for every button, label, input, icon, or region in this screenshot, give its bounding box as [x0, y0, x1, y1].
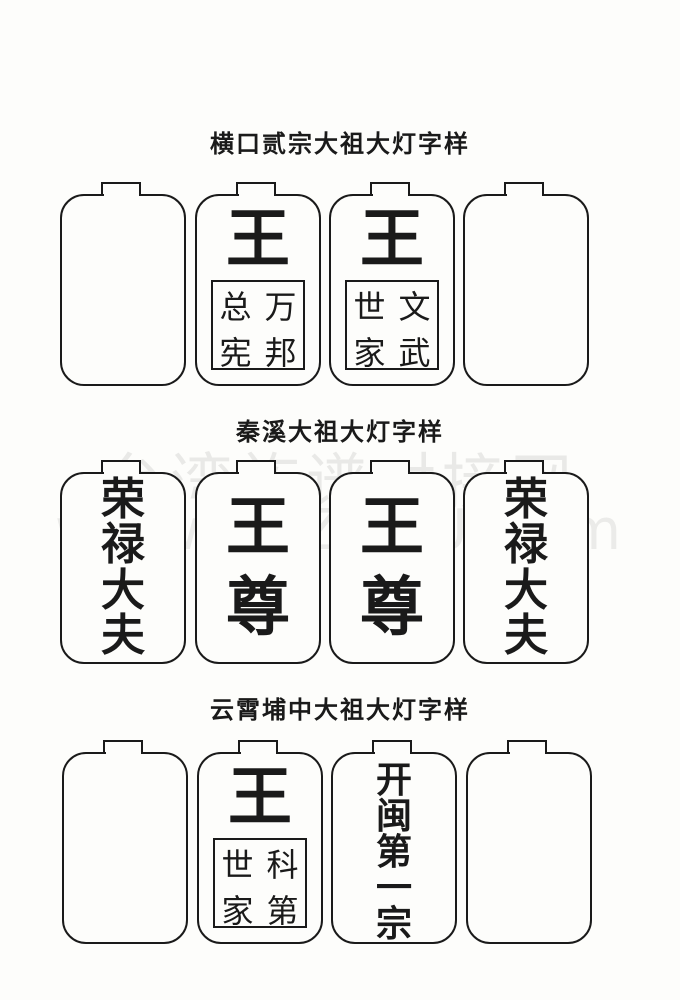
lantern-char: 大 [504, 564, 548, 616]
section-title-1: 横口贰宗大祖大灯字样 [210, 129, 470, 158]
lantern-char: 禄 [101, 519, 145, 571]
box-char: 邦 [264, 334, 297, 372]
lantern-inscription-box: 世 科 家 第 [213, 838, 307, 930]
lantern-char: 第 [375, 831, 412, 873]
lantern-vertical-text: 开 闽 第 一 宗 [339, 759, 449, 942]
lantern-char: 一 [375, 867, 412, 909]
section-title-3: 云霄埔中大祖大灯字样 [210, 695, 470, 724]
lantern-sub-char: 尊 [360, 570, 424, 645]
lantern-ronglu-dafu: 荣 禄 大 夫 [60, 460, 186, 670]
box-char: 世 [221, 846, 254, 884]
box-char: 武 [398, 334, 431, 372]
lantern-main-char: 王 [360, 490, 424, 565]
lantern-char: 夫 [101, 609, 145, 661]
lantern-wang-zongwan: 王 总 万 宪 邦 [195, 182, 321, 392]
lantern-blank [463, 182, 589, 392]
lantern-wang-shiwen: 王 世 文 家 武 [329, 182, 455, 392]
lantern-wang-shike: 王 世 科 家 第 [197, 740, 323, 950]
lantern-blank [62, 740, 188, 950]
box-char: 家 [221, 892, 254, 930]
box-char: 世 [353, 288, 386, 326]
lantern-char: 荣 [504, 474, 548, 525]
lantern-kaimin-diyizong: 开 闽 第 一 宗 [331, 740, 457, 950]
box-char: 文 [398, 288, 431, 326]
lantern-char: 开 [375, 759, 412, 801]
lantern-sub-char: 尊 [226, 570, 290, 645]
lantern-char: 闽 [375, 795, 412, 837]
lantern-vertical-text: 荣 禄 大 夫 [471, 478, 581, 658]
section-title-2: 秦溪大祖大灯字样 [236, 417, 444, 446]
lantern-inscription-box: 世 文 家 武 [345, 280, 439, 372]
box-char: 家 [353, 334, 386, 372]
lantern-inscription-box: 总 万 宪 邦 [211, 280, 305, 372]
lantern-char: 夫 [504, 609, 548, 661]
box-char: 总 [219, 288, 252, 326]
box-char: 第 [266, 892, 299, 930]
box-char: 宪 [219, 334, 252, 372]
lantern-main-char: 王 [228, 760, 292, 835]
lantern-row-3: 王 世 科 家 第 开 闽 第 一 宗 [0, 740, 680, 950]
lantern-row-2: 荣 禄 大 夫 王 尊 王 尊 荣 禄 大 夫 [0, 460, 680, 670]
lantern-blank [466, 740, 592, 950]
lantern-wang-zun: 王 尊 [329, 460, 455, 670]
lantern-main-char: 王 [226, 490, 290, 565]
lantern-char: 大 [101, 564, 145, 616]
lantern-ronglu-dafu: 荣 禄 大 夫 [463, 460, 589, 670]
lantern-main-char: 王 [226, 202, 290, 277]
lantern-blank [60, 182, 186, 392]
lantern-char: 宗 [375, 903, 412, 945]
lantern-main-char: 王 [360, 202, 424, 277]
lantern-row-1: 王 总 万 宪 邦 王 世 文 家 武 [0, 182, 680, 392]
box-char: 万 [264, 288, 297, 326]
lantern-wang-zun: 王 尊 [195, 460, 321, 670]
lantern-char: 荣 [101, 474, 145, 525]
box-char: 科 [266, 846, 299, 884]
lantern-char: 禄 [504, 519, 548, 571]
lantern-vertical-text: 荣 禄 大 夫 [68, 478, 178, 658]
